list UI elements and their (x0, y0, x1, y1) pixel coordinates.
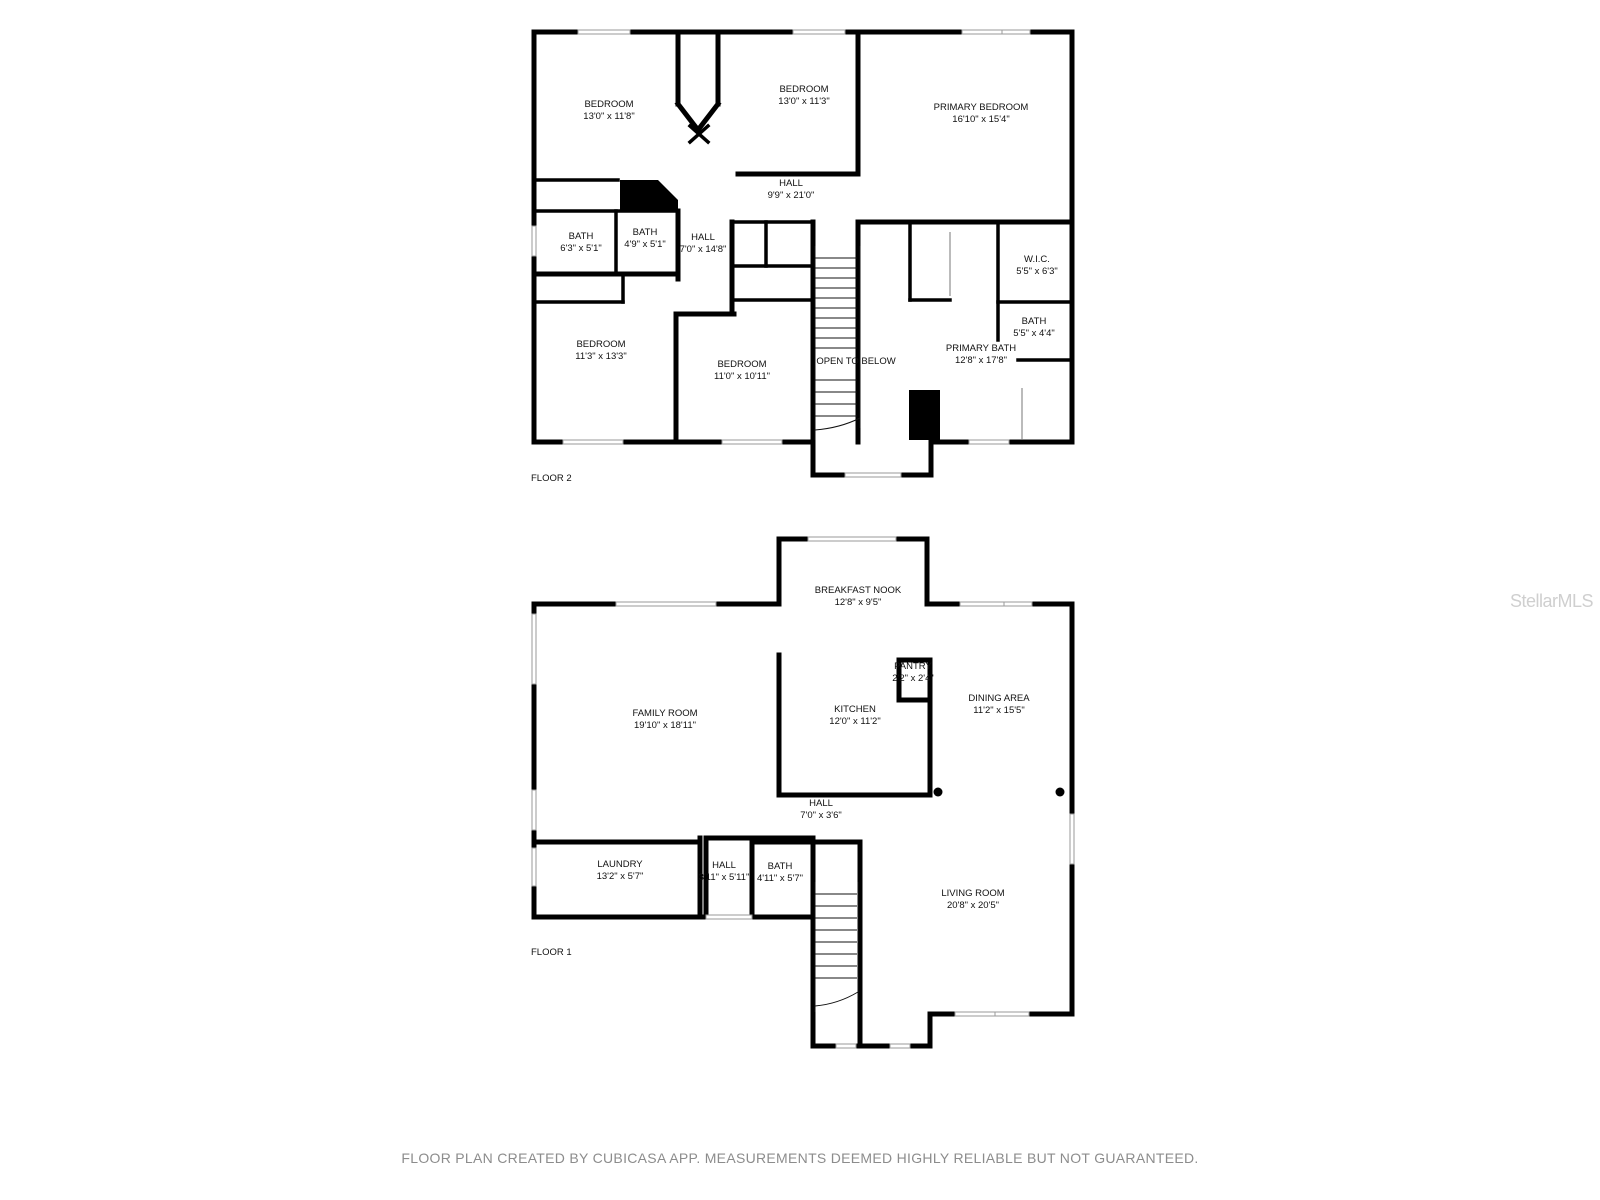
room-name: PRIMARY BEDROOM (933, 102, 1029, 113)
room-name: BREAKFAST NOOK (814, 585, 902, 596)
floor-2-exterior-walls (531, 29, 1075, 478)
room-name: PRIMARY BATH (945, 343, 1017, 354)
room-name: HALL (809, 798, 833, 809)
room-size: 19'10" x 18'11" (634, 720, 696, 731)
floor-1-windows (531, 536, 1075, 1049)
floor-2-interior-walls (533, 31, 1073, 445)
room-name: BEDROOM (584, 99, 634, 110)
room-size: 5'5" x 4'4" (1013, 328, 1055, 339)
room-size: 3'11" x 5'11" (698, 872, 750, 883)
watermark-text: StellarMLS (1510, 591, 1594, 611)
room-name: LAUNDRY (597, 859, 643, 870)
room-size: 7'0" x 14'8" (679, 244, 727, 255)
footer-disclaimer: FLOOR PLAN CREATED BY CUBICASA APP. MEAS… (401, 1150, 1199, 1166)
room-size: 11'2" x 15'5" (973, 705, 1025, 716)
room-name: BEDROOM (576, 339, 626, 350)
room-size: 5'5" x 6'3" (1016, 266, 1058, 277)
floor-1-stairs (814, 882, 859, 1012)
floor-1-plan (531, 536, 1075, 1049)
room-name: BATH (568, 231, 594, 242)
column-marker (933, 787, 943, 797)
room-size: 13'2" x 5'7" (596, 871, 644, 882)
floor-2-plan (531, 29, 1075, 478)
room-size: 12'8" x 17'8" (954, 355, 1008, 366)
room-size: 7'0" x 3'6" (800, 810, 842, 821)
room-size: 6'3" x 5'1" (560, 243, 602, 254)
room-size: 4'11" x 5'7" (756, 873, 804, 884)
room-name: OPEN TO BELOW (816, 356, 896, 367)
room-name: W.I.C. (1024, 254, 1050, 265)
room-size: 4'9" x 5'1" (624, 239, 666, 250)
room-size: 11'0" x 10'11" (714, 371, 770, 382)
floor-2-closet-fill-2 (909, 390, 940, 440)
floor-2-title: FLOOR 2 (531, 473, 572, 484)
room-size: 13'0" x 11'3" (778, 96, 830, 107)
room-name: HALL (691, 232, 715, 243)
room-name: BEDROOM (717, 359, 767, 370)
room-name: BATH (767, 861, 793, 872)
room-name: HALL (779, 178, 803, 189)
floor-2-stairs (814, 246, 861, 440)
room-label: W.I.C.5'5" x 6'3" (1016, 254, 1058, 278)
room-size: 16'10" x 15'4" (952, 114, 1010, 125)
floor-2-closet-fill (620, 180, 678, 211)
room-name: FAMILY ROOM (632, 708, 698, 719)
room-name: BATH (632, 227, 658, 238)
column-marker (1055, 787, 1065, 797)
room-name: DINING AREA (968, 693, 1030, 704)
room-label: OPEN TO BELOW (816, 356, 895, 368)
room-size: 11'3" x 13'3" (575, 351, 627, 362)
room-name: HALL (712, 860, 736, 871)
room-size: 12'0" x 11'2" (829, 716, 881, 727)
room-size: 2'2" x 2'4" (892, 673, 934, 684)
floor-2-windows (531, 29, 1031, 478)
floor-1-interior-walls (533, 652, 933, 1049)
room-name: LIVING ROOM (941, 888, 1005, 899)
room-name: BEDROOM (779, 84, 829, 95)
room-size: 20'8" x 20'5" (946, 900, 1000, 911)
room-name: PANTRY (894, 661, 932, 672)
room-name: BATH (1021, 316, 1047, 327)
floor-1-title: FLOOR 1 (531, 947, 572, 958)
room-size: 9'9" x 21'0" (767, 190, 815, 201)
floor-1-exterior-walls (531, 536, 1075, 1049)
room-size: 12'8" x 9'5" (834, 597, 882, 608)
room-size: 13'0" x 11'8" (583, 111, 635, 122)
room-name: KITCHEN (834, 704, 876, 715)
